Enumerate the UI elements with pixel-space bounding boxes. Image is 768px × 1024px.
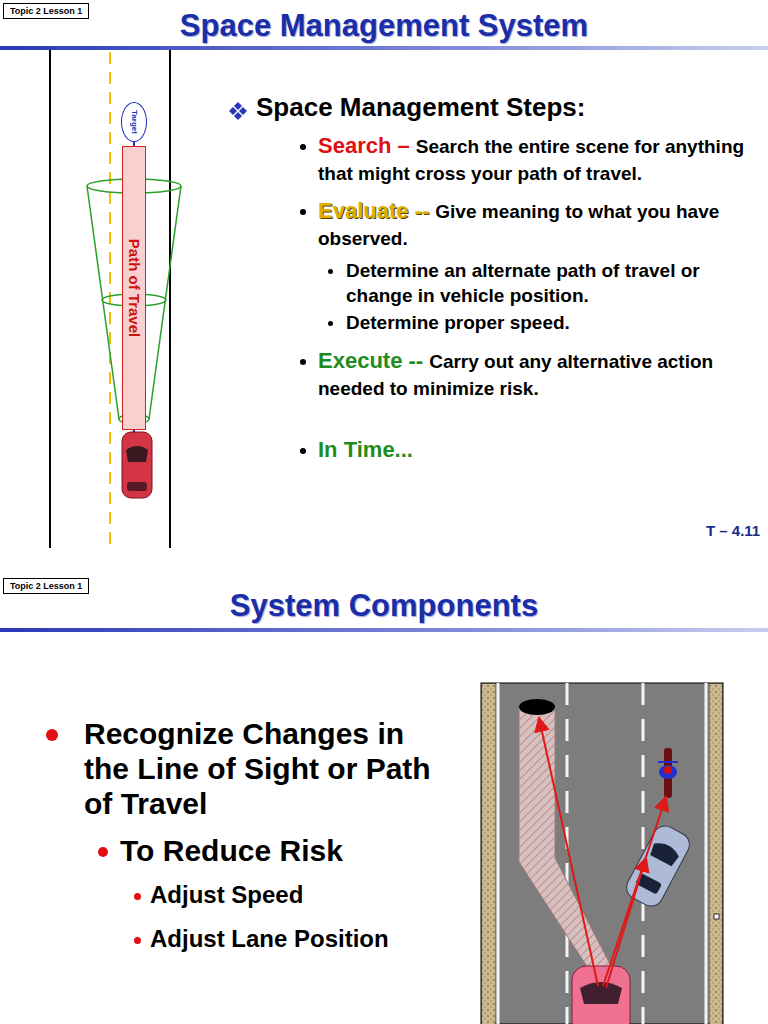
slide-number-box: T – 4.11	[706, 522, 760, 540]
drawing-part	[87, 186, 119, 419]
slide-number: T – 4.11	[706, 522, 760, 539]
road-edge	[49, 50, 51, 548]
bullet-item: Determine proper speed.	[328, 310, 750, 335]
drawing-part	[122, 432, 152, 498]
bullet-item: Determine an alternate path of travel or…	[328, 258, 750, 308]
slide-title-box: System Components	[0, 588, 768, 624]
drawing-part	[127, 482, 147, 491]
motorcycle	[658, 748, 678, 798]
drawing-part	[234, 112, 242, 120]
drawing-part	[659, 765, 677, 779]
bullet-dot	[98, 847, 108, 857]
drawing-part	[648, 839, 681, 867]
bullet-dot	[134, 937, 141, 944]
bullet-dot	[300, 448, 306, 454]
topic-box-text: Topic 2 Lesson 1	[10, 6, 82, 16]
topic-box-text: Topic 2 Lesson 1	[10, 581, 82, 591]
drawing-part	[149, 186, 181, 419]
topic-box: Topic 2 Lesson 1	[3, 3, 89, 19]
gravel-shoulder	[710, 684, 722, 1024]
drawing-part	[572, 966, 630, 1024]
target-oval: Target	[121, 102, 147, 142]
drawing-part	[234, 102, 242, 110]
step-name: In Time...	[318, 437, 413, 462]
bullet-item: Recognize Changes in the Line of Sight o…	[44, 716, 444, 821]
bullet-column: Recognize Changes in the Line of Sight o…	[44, 716, 444, 954]
section-heading: Space Management Steps:	[256, 92, 585, 122]
step-text: Determine proper speed.	[346, 312, 570, 333]
step-text: To Reduce Risk	[120, 834, 343, 867]
bullet-item: Search –Search the entire scene for anyt…	[300, 132, 750, 187]
bullet-item: Evaluate --Give meaning to what you have…	[300, 197, 750, 252]
drawing-part	[658, 761, 678, 763]
slide-title: Space Management System	[0, 8, 768, 44]
marker	[714, 914, 719, 919]
step-name: Execute --	[318, 348, 423, 373]
road-edge	[169, 50, 171, 548]
bullet-dot	[300, 209, 306, 215]
center-line	[109, 52, 111, 548]
drawing-part	[603, 797, 666, 986]
edge-line	[705, 683, 708, 1024]
step-text: Determine an alternate path of travel or…	[346, 260, 700, 306]
bullet-dot	[46, 729, 58, 741]
target-oval-text: Target	[130, 110, 139, 134]
step-text: Recognize Changes in the Line of Sight o…	[84, 717, 431, 820]
bullet-item: Execute --Carry out any alternative acti…	[300, 347, 750, 402]
title-text: Space Management System	[180, 8, 588, 43]
gravel-shoulder	[482, 684, 495, 1024]
drawing-part	[606, 858, 646, 988]
pink-car	[572, 966, 630, 1024]
step-text: Adjust Speed	[150, 881, 303, 908]
path-band-text: Path of Travel	[126, 236, 143, 340]
bullet-dot	[300, 144, 306, 150]
drawing-part	[580, 982, 622, 1004]
bullet-item: Adjust Speed	[134, 880, 444, 910]
title-rule	[0, 46, 768, 50]
bullet-dot	[300, 359, 306, 365]
bullet-dot	[328, 321, 333, 326]
drawing-part	[126, 446, 148, 462]
title-rule	[0, 628, 768, 632]
red-car	[122, 432, 152, 498]
section-heading-box: Space Management Steps:	[256, 92, 585, 123]
bullet-diamond	[229, 102, 247, 120]
path-band: Path of Travel	[122, 146, 146, 430]
bullet-item: To Reduce Risk	[98, 833, 444, 868]
step-name: Evaluate --	[318, 198, 429, 223]
drawing-part	[664, 766, 672, 774]
bullet-item: Adjust Lane Position	[134, 924, 444, 954]
slide-title: System Components	[230, 588, 538, 623]
drawing-part	[229, 107, 237, 115]
sight-arrows	[539, 718, 666, 988]
pothole	[519, 699, 555, 715]
step-text: Adjust Lane Position	[150, 925, 389, 952]
bullet-item: In Time...	[300, 436, 750, 464]
bullet-column: Search –Search the entire scene for anyt…	[300, 132, 750, 464]
bullet-dot	[328, 269, 333, 274]
drawing-part	[539, 718, 598, 986]
edge-line	[497, 683, 500, 1024]
topic-box: Topic 2 Lesson 1	[3, 578, 89, 594]
bullet-dot	[134, 893, 141, 900]
step-name: Search –	[318, 133, 410, 158]
drawing-part	[239, 107, 247, 115]
